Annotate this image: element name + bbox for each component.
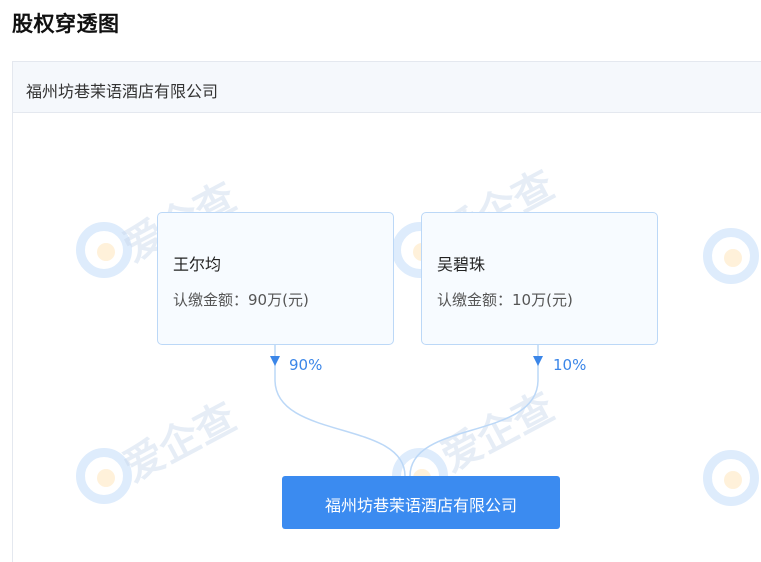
- shareholder-name: 王尔均: [173, 255, 222, 274]
- page-title: 股权穿透图: [12, 12, 120, 36]
- target-company-name: 福州坊巷茉语酒店有限公司: [324, 496, 517, 515]
- shareholder-card[interactable]: 吴碧珠 认缴金额：10万(元): [421, 212, 658, 345]
- shareholder-amount: 认缴金额：10万(元): [437, 291, 573, 309]
- shareholder-amount: 认缴金额：90万(元): [173, 291, 309, 309]
- panel-header: 福州坊巷茉语酒店有限公司: [13, 62, 761, 113]
- company-name-header: 福州坊巷茉语酒店有限公司: [26, 82, 219, 101]
- share-percent-label: 90%: [289, 356, 323, 374]
- share-percent-label: 10%: [553, 356, 587, 374]
- shareholder-card[interactable]: 王尔均 认缴金额：90万(元): [157, 212, 394, 345]
- shareholder-name: 吴碧珠: [437, 255, 486, 274]
- target-company-node[interactable]: 福州坊巷茉语酒店有限公司: [282, 476, 560, 529]
